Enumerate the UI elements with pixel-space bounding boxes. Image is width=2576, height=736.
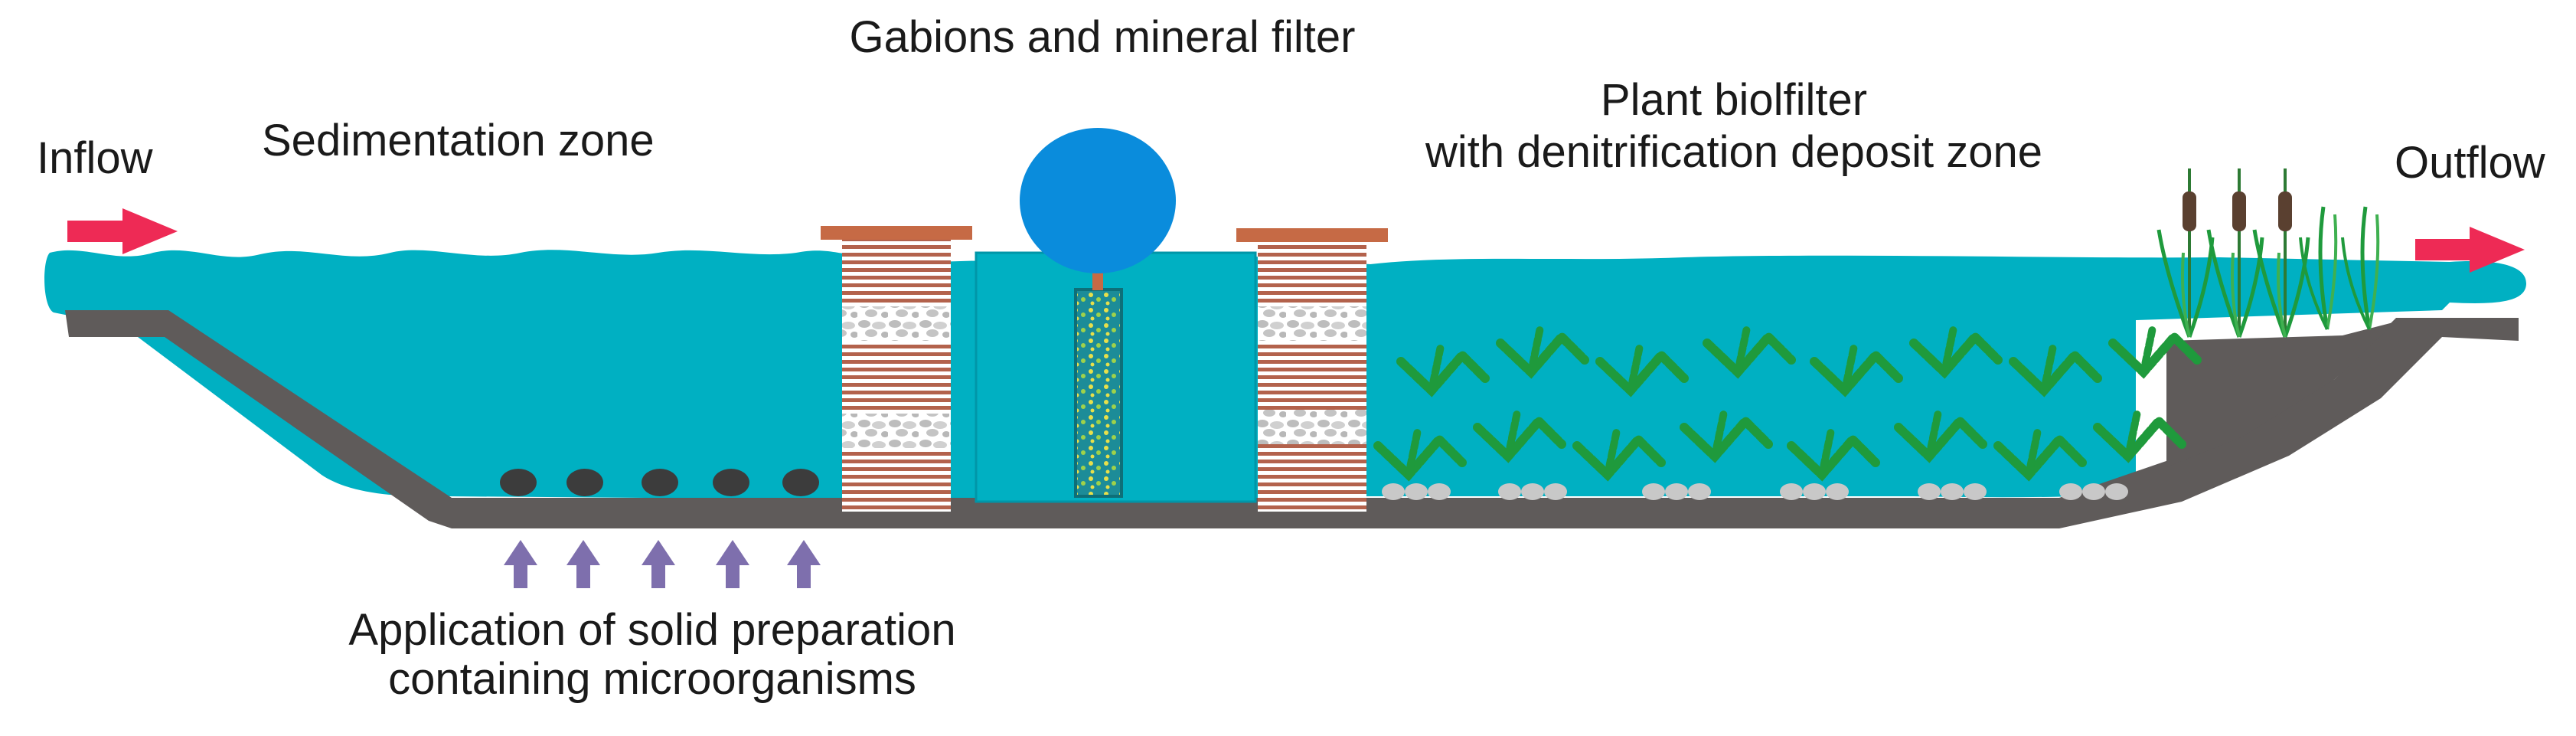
stone-icon	[1964, 483, 1987, 500]
aquatic-plant-icon	[2009, 348, 2102, 397]
aquatic-plant-icon	[1396, 348, 1490, 397]
up-arrow-icon	[566, 540, 600, 588]
up-arrows	[504, 540, 821, 588]
up-arrow-icon	[716, 540, 749, 588]
stone-icon	[2059, 483, 2082, 500]
up-arrow-icon	[642, 540, 675, 588]
aquatic-plant-icon	[1941, 324, 1957, 376]
stone-icon	[1941, 483, 1964, 500]
stone-icon	[1803, 483, 1826, 500]
stone-icon	[1665, 483, 1688, 500]
outflow-arrow-icon	[2415, 227, 2525, 273]
cattail-group	[2156, 168, 2380, 338]
aquatic-plant-icon	[1405, 427, 1422, 479]
label-plant-line2: with denitrification deposit zone	[1425, 127, 2042, 177]
label-sedimentation: Sedimentation zone	[262, 116, 655, 165]
up-arrow-icon	[787, 540, 821, 588]
inflow-arrow-icon	[67, 208, 178, 254]
gabion-left	[821, 226, 972, 512]
label-inflow: Inflow	[37, 133, 154, 183]
label-gabions: Gabions and mineral filter	[850, 12, 1356, 62]
stone-icon	[1826, 483, 1849, 500]
aquatic-plant-icon	[1496, 330, 1589, 379]
stone-icon	[2082, 483, 2105, 500]
bottom-stones	[1382, 483, 2128, 500]
aquatic-plant-icon	[1473, 414, 1566, 463]
aquatic-plant-icon	[2093, 414, 2186, 463]
balloon-float-icon	[1020, 128, 1176, 273]
aquatic-plant-icon	[1428, 342, 1445, 394]
up-arrow-icon	[504, 540, 537, 588]
aquatic-plants	[1373, 324, 2202, 482]
stone-icon	[1642, 483, 1665, 500]
aquatic-plant-icon	[1894, 414, 1987, 463]
aquatic-plant-icon	[2140, 324, 2156, 376]
aquatic-plant-icon	[1818, 427, 1835, 479]
stone-icon	[1544, 483, 1567, 500]
aquatic-plant-icon	[1841, 342, 1858, 394]
aquatic-plant-icon	[1595, 348, 1689, 397]
stone-icon	[1918, 483, 1941, 500]
aquatic-plant-icon	[1504, 408, 1521, 460]
aquatic-plant-icon	[1993, 433, 2087, 482]
aquatic-plant-icon	[1711, 408, 1728, 460]
gabion-right	[1236, 228, 1388, 512]
cattail-icon	[2252, 168, 2310, 338]
aquatic-plant-icon	[1627, 342, 1644, 394]
mineral-filter	[975, 251, 1257, 503]
reed-icon	[2341, 206, 2380, 330]
aquatic-plant-icon	[1572, 433, 1666, 482]
stone-icon	[1688, 483, 1711, 500]
aquatic-plant-icon	[1734, 324, 1751, 376]
aquatic-plant-icon	[2124, 408, 2141, 460]
aquatic-plant-icon	[1925, 408, 1942, 460]
aquatic-plant-icon	[2040, 342, 2057, 394]
aquatic-plant-icon	[1909, 330, 2003, 379]
aquatic-plant-icon	[2108, 330, 2202, 379]
stone-icon	[1382, 483, 1405, 500]
aquatic-plant-icon	[1680, 414, 1773, 463]
cattail-icon	[2206, 168, 2264, 338]
label-application-line1: Application of solid preparation	[348, 605, 955, 655]
stone-icon	[1498, 483, 1521, 500]
stone-icon	[2105, 483, 2128, 500]
aquatic-plant-icon	[1604, 427, 1621, 479]
label-application-line2: containing microorganisms	[388, 654, 916, 704]
aquatic-plant-icon	[1810, 348, 1903, 397]
stone-icon	[1428, 483, 1451, 500]
label-plant-line1: Plant biolfilter	[1601, 75, 1867, 125]
aquatic-plant-icon	[1373, 433, 1467, 482]
aquatic-plant-icon	[2025, 427, 2042, 479]
stone-icon	[1405, 483, 1428, 500]
aquatic-plant-icon	[1703, 330, 1796, 379]
deposit-balls	[500, 469, 819, 496]
stone-icon	[1780, 483, 1803, 500]
stone-icon	[1521, 483, 1544, 500]
aquatic-plant-icon	[1787, 433, 1880, 482]
label-outflow: Outflow	[2395, 138, 2546, 188]
outlet-block	[2166, 322, 2396, 467]
reed-icon	[2299, 206, 2338, 330]
aquatic-plant-icon	[1527, 324, 1544, 376]
